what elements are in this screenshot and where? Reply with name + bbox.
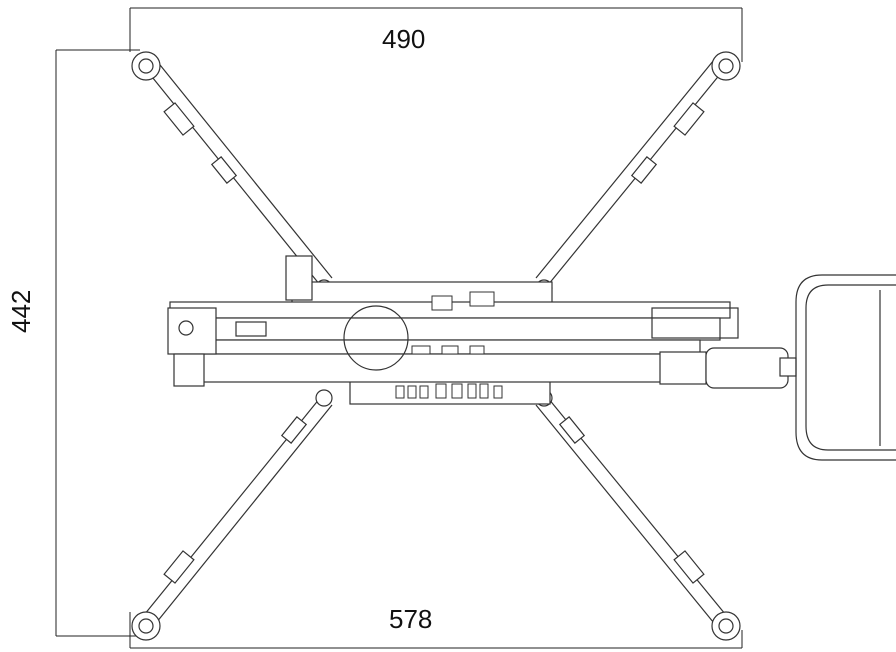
control-details (395, 291, 503, 399)
dimension-lines (55, 7, 743, 649)
turntable (343, 305, 409, 371)
top-bracket (285, 255, 313, 301)
top-right-arm (651, 307, 739, 339)
bottom-dimension-label: 578 (389, 604, 433, 634)
work-platform (795, 274, 896, 461)
boom-head (659, 351, 707, 385)
outrigger-bottom-left (131, 389, 333, 641)
upper-frame (291, 281, 553, 305)
boom-tip (705, 347, 789, 389)
rear-window (235, 321, 267, 337)
rear-lower (173, 353, 205, 387)
machine-chassis (167, 255, 797, 405)
boom-joint (779, 357, 797, 377)
boom-lower (179, 353, 701, 383)
boom-middle (179, 339, 701, 355)
rear-hole (178, 320, 194, 336)
outrigger-top-right (535, 51, 741, 297)
left-dimension-label: 442 (6, 289, 36, 333)
top-dimension-label: 490 (382, 24, 426, 54)
outrigger-bottom-right (535, 389, 741, 641)
